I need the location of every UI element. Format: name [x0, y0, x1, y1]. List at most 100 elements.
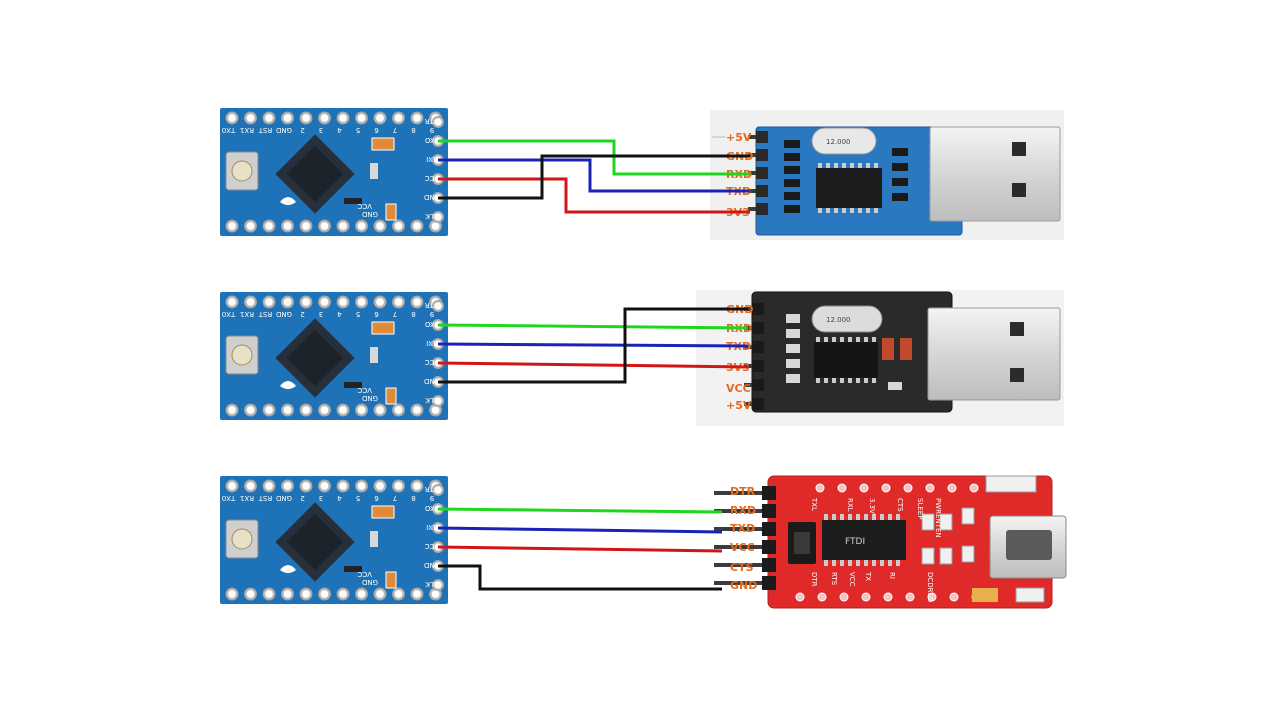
- reset-button-cap: [231, 344, 253, 366]
- chip-leg: [816, 337, 820, 342]
- top-pin-label: 5: [356, 310, 360, 318]
- header-pin: [744, 345, 758, 349]
- chip-leg: [848, 514, 852, 520]
- top-pin-label: 6: [374, 126, 379, 134]
- header-hole: [299, 111, 313, 125]
- via-hole: [815, 483, 825, 493]
- smd-part: [892, 163, 908, 171]
- header-hole: [244, 479, 257, 493]
- header-hole: [262, 219, 276, 233]
- chip-leg: [866, 208, 870, 213]
- chip-leg: [872, 337, 876, 342]
- header-hole: [336, 479, 350, 493]
- top-pin-label: GND: [276, 310, 292, 318]
- header-hole: [336, 295, 350, 309]
- side-header-hole: [432, 116, 444, 128]
- adapter-pin-label: RXD: [730, 504, 756, 517]
- chip-leg: [832, 337, 836, 342]
- header-hole: [392, 479, 405, 493]
- header-hole: [355, 403, 368, 417]
- smd-part: [921, 513, 935, 531]
- crystal: [811, 127, 877, 155]
- chip-leg: [856, 560, 860, 566]
- ftdi-bottom-label: VCC: [848, 572, 856, 587]
- header-hole: [244, 111, 257, 125]
- header-housing: [756, 185, 768, 197]
- ftdi-bottom-label: RTS: [830, 572, 838, 586]
- ftdi-top-label: RXL: [846, 498, 854, 512]
- top-pin-label: 9: [430, 126, 434, 134]
- led: [370, 163, 378, 179]
- gnd-label: GND: [362, 578, 378, 586]
- crystal-label: 12.000: [826, 316, 851, 324]
- header-hole: [299, 479, 313, 493]
- header-housing: [752, 360, 764, 372]
- header-hole: [318, 479, 331, 493]
- header-hole: [262, 479, 276, 493]
- diagram-pl2303: 98765432GNDRSTRX1TX0VCCGNDDTRTXORXIVCCGN…: [220, 108, 1064, 240]
- header-housing: [762, 540, 776, 554]
- header-housing: [752, 303, 764, 315]
- top-pin-label: TX0: [222, 494, 237, 502]
- reset-button-cap: [231, 528, 253, 550]
- chip-leg: [824, 514, 828, 520]
- header-hole: [392, 295, 405, 309]
- via-hole: [795, 592, 805, 602]
- chip-leg: [826, 208, 830, 213]
- led: [370, 531, 378, 547]
- smd-part: [939, 547, 953, 565]
- wire-vcc-3v3: [438, 177, 750, 214]
- pl2303-chip: [816, 168, 882, 208]
- adapter-pin-label: DTR: [730, 485, 756, 498]
- chip-leg: [848, 560, 852, 566]
- side-pin-label: DTR: [425, 301, 440, 309]
- ch340-chip: [814, 342, 878, 378]
- smd-part: [892, 193, 908, 201]
- header-hole: [281, 219, 294, 233]
- top-pin-label: RST: [258, 310, 272, 318]
- header-hole: [281, 479, 294, 493]
- chip-leg: [826, 163, 830, 168]
- smd-part: [892, 148, 908, 156]
- smd-part: [888, 382, 902, 390]
- header-hole: [262, 295, 276, 309]
- adapter-pin-label: GND: [730, 579, 757, 592]
- chip-leg: [840, 514, 844, 520]
- top-pin-label: 4: [337, 310, 342, 318]
- header-hole: [281, 403, 294, 417]
- header-hole: [299, 219, 313, 233]
- capacitor: [385, 387, 397, 405]
- chip-leg: [834, 163, 838, 168]
- usb-plug-hole: [1010, 322, 1024, 336]
- vcc-label: VCC: [357, 386, 372, 394]
- header-housing: [752, 379, 764, 391]
- gnd-label: GND: [362, 210, 378, 218]
- top-pin-label: 5: [356, 494, 360, 502]
- smd-part: [784, 205, 800, 213]
- smd-capacitor: [972, 588, 998, 602]
- header-hole: [336, 111, 350, 125]
- smd-part: [784, 153, 800, 161]
- header-pin: [714, 527, 762, 531]
- header-pin: [744, 364, 758, 368]
- ft232-chip: [822, 520, 906, 560]
- resistor: [344, 566, 362, 572]
- chip-leg: [872, 560, 876, 566]
- diagram-ftdi: 98765432GNDRSTRX1TX0VCCGNDDTRTXORXIVCCGN…: [220, 475, 1067, 609]
- header-pin: [714, 581, 762, 585]
- top-pin-label: RX1: [240, 310, 254, 318]
- top-pin-label: 7: [393, 494, 397, 502]
- led: [370, 347, 378, 363]
- via-hole: [861, 592, 871, 602]
- smd-diode: [900, 338, 912, 360]
- header-hole: [355, 587, 368, 601]
- capacitor: [385, 571, 397, 589]
- wire-vcc-3v3: [437, 361, 749, 369]
- top-pin-label: 6: [374, 494, 379, 502]
- chip-leg: [864, 514, 868, 520]
- chip-leg: [816, 378, 820, 383]
- chip-leg: [874, 163, 878, 168]
- header-hole: [262, 111, 276, 125]
